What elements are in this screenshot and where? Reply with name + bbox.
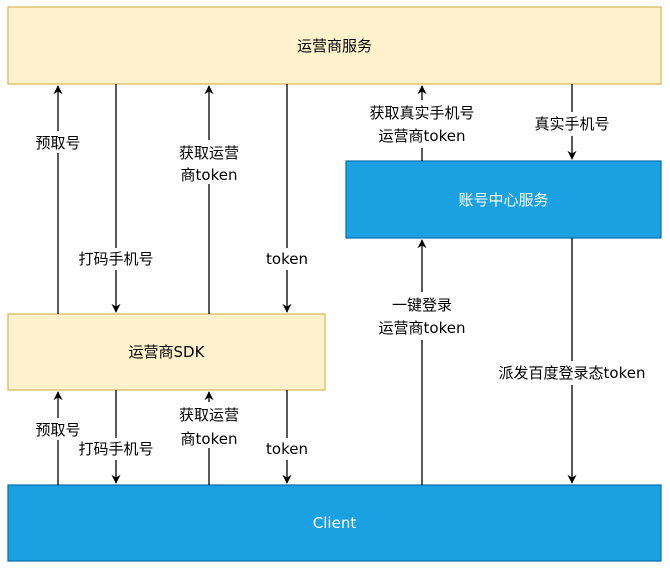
node-client: Client	[7, 484, 662, 562]
edge-label-sdk-to-service-get-token-line1: 获取运营	[179, 144, 239, 162]
edge-label-client-to-account-login-line2: 运营商token	[379, 319, 466, 337]
edge-label-client-to-sdk-get-token-line1: 获取运营	[179, 406, 239, 424]
node-account-center: 账号中心服务	[345, 160, 662, 239]
edge-label-sdk-to-service-get-token-line2: 商token	[181, 166, 238, 184]
edge-label-account-to-service-get-phone-line2: 运营商token	[379, 127, 466, 145]
edge-label-account-to-client-issue: 派发百度登录态token	[499, 364, 646, 382]
edge-label-service-to-account-real-phone: 真实手机号	[534, 115, 609, 133]
edge-label-account-to-service-get-phone-line1: 获取真实手机号	[369, 104, 474, 122]
edge-label-client-to-sdk-get-token-line2: 商token	[181, 430, 238, 448]
node-carrier-service: 运营商服务	[7, 6, 662, 85]
edge-label-sdk-to-client-masked-phone: 打码手机号	[78, 440, 153, 458]
edge-label-client-to-sdk-prefetch: 预取号	[35, 421, 80, 439]
node-account-center-label: 账号中心服务	[458, 191, 548, 209]
edge-label-sdk-to-service-prefetch: 预取号	[35, 134, 80, 152]
node-carrier-service-label: 运营商服务	[297, 37, 372, 55]
node-carrier-sdk-label: 运营商SDK	[129, 343, 206, 361]
node-client-label: Client	[313, 514, 357, 532]
edge-label-service-to-sdk-masked-phone: 打码手机号	[78, 250, 153, 268]
edge-label-client-to-account-login-line1: 一键登录	[392, 296, 452, 314]
edge-label-service-to-sdk-token: token	[266, 250, 308, 268]
node-carrier-sdk: 运营商SDK	[7, 313, 326, 391]
edge-label-sdk-to-client-token: token	[266, 440, 308, 458]
